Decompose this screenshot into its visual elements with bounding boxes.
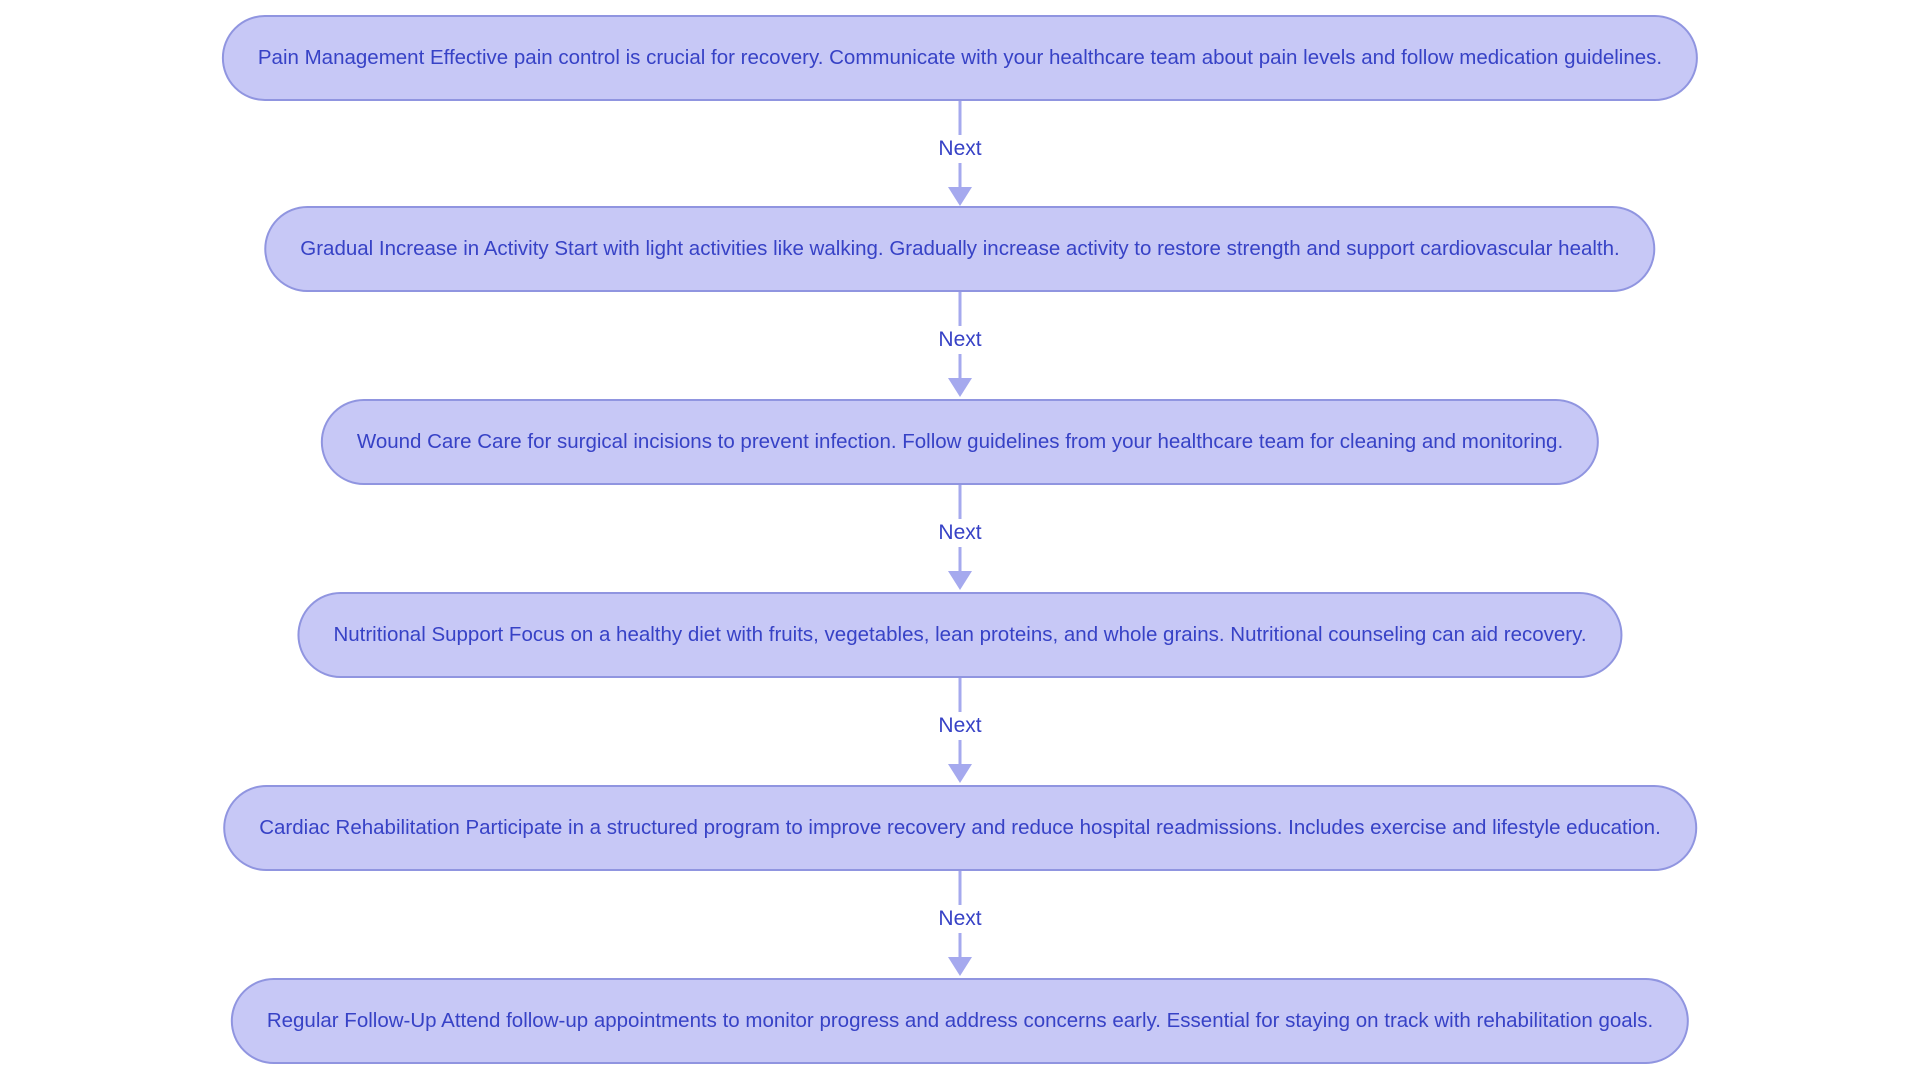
flow-edge-4: Next: [900, 678, 1020, 783]
flow-edge-5: Next: [900, 871, 1020, 976]
arrow-down-icon: [948, 187, 972, 206]
edge-label: Next: [930, 326, 990, 355]
flow-node-label: Gradual Increase in Activity Start with …: [300, 237, 1620, 260]
flow-edge-2: Next: [900, 292, 1020, 397]
flow-node-label: Regular Follow-Up Attend follow-up appoi…: [266, 1009, 1654, 1032]
flow-node-cardiac-rehabilitation: Cardiac Rehabilitation Participate in a …: [223, 785, 1697, 871]
edge-label: Next: [930, 905, 990, 934]
flow-node-wound-care: Wound Care Care for surgical incisions t…: [320, 399, 1600, 485]
flow-node-label: Nutritional Support Focus on a healthy d…: [333, 623, 1587, 646]
edge-label: Next: [930, 135, 990, 164]
flow-node-regular-follow-up: Regular Follow-Up Attend follow-up appoi…: [230, 978, 1690, 1064]
arrow-down-icon: [948, 957, 972, 976]
flow-node-pain-management: Pain Management Effective pain control i…: [221, 15, 1699, 101]
arrow-down-icon: [948, 764, 972, 783]
edge-label: Next: [930, 519, 990, 548]
flow-edge-1: Next: [900, 101, 1020, 206]
edge-label: Next: [930, 712, 990, 741]
flow-node-activity-increase: Gradual Increase in Activity Start with …: [264, 206, 1656, 292]
flow-edge-3: Next: [900, 485, 1020, 590]
arrow-down-icon: [948, 378, 972, 397]
flow-node-nutritional-support: Nutritional Support Focus on a healthy d…: [297, 592, 1623, 678]
arrow-down-icon: [948, 571, 972, 590]
flow-node-label: Cardiac Rehabilitation Participate in a …: [259, 816, 1661, 839]
flow-node-label: Pain Management Effective pain control i…: [257, 46, 1663, 69]
flow-node-label: Wound Care Care for surgical incisions t…: [356, 430, 1564, 453]
